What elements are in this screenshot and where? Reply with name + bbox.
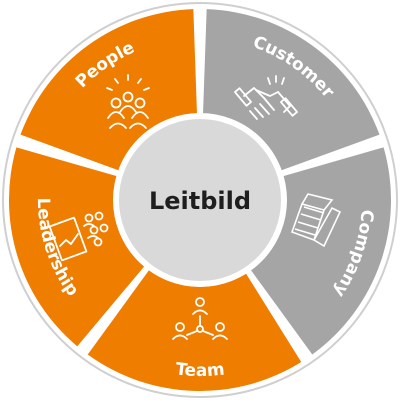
handshake-icon [234, 75, 298, 120]
center-label: Leitbild [149, 187, 251, 215]
people-group-icon [106, 74, 150, 129]
center-circle[interactable] [113, 113, 287, 287]
office-building-icon [290, 193, 342, 248]
segment-team[interactable] [87, 256, 302, 391]
presentation-board-icon [48, 211, 109, 262]
segment-label-team: Team [174, 359, 225, 381]
team-network-icon [172, 297, 228, 340]
